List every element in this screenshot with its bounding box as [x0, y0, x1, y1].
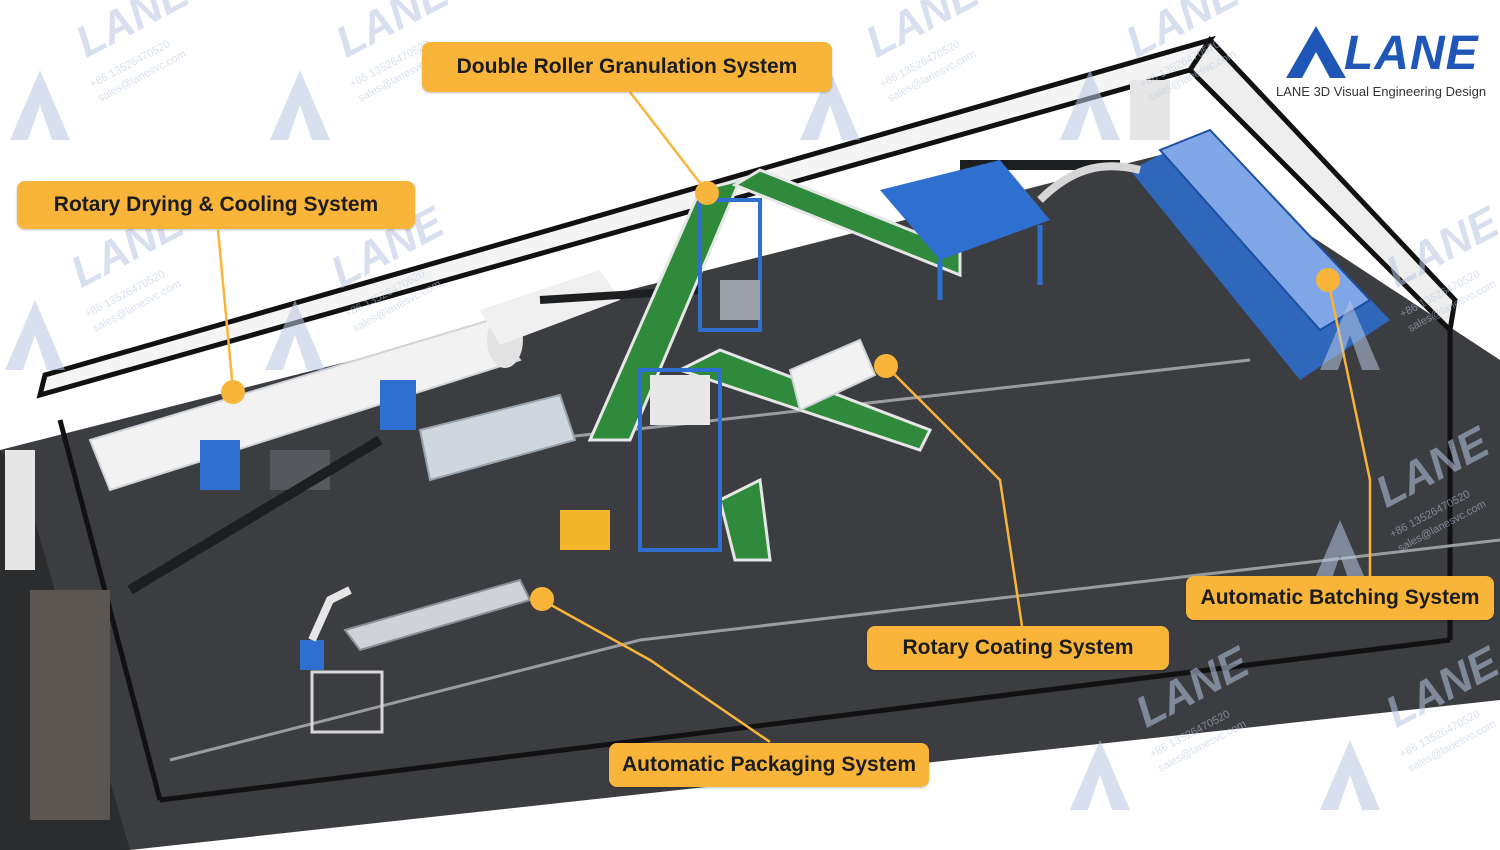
marker-granulation [695, 181, 719, 205]
left-block [30, 590, 110, 820]
marker-drying [221, 380, 245, 404]
duct-pipe [1037, 162, 1141, 203]
green-conveyor [587, 177, 743, 442]
leader-granulation [629, 91, 708, 193]
brand-name: LANE [1344, 27, 1479, 80]
blue-platform [880, 160, 1050, 260]
packing-hopper [650, 375, 710, 425]
granulator-machine [720, 280, 760, 320]
dryer-support [200, 440, 240, 490]
bagging-scale [560, 510, 610, 550]
left-chimney [5, 450, 35, 570]
belt-conveyor [127, 435, 383, 595]
floor-line [169, 538, 1500, 762]
dryer-drum [88, 318, 522, 492]
callout-batching: Automatic Batching System [1186, 576, 1494, 620]
marker-packaging [530, 587, 554, 611]
brand-tagline: LANE 3D Visual Engineering Design [1276, 84, 1487, 99]
dust-collector [1130, 80, 1170, 140]
leader-coating [885, 365, 1024, 627]
marker-batching [1316, 268, 1340, 292]
callout-coating: Rotary Coating System [867, 626, 1169, 670]
marker-coating [874, 354, 898, 378]
brand-logo: LANE LANE 3D Visual Engineering Design [1276, 20, 1492, 105]
floor-line [539, 358, 1251, 442]
dryer-support [380, 380, 416, 430]
green-conveyor [718, 477, 772, 562]
brand-logo-icon [1286, 26, 1346, 78]
packing-tower [638, 368, 722, 552]
front-rail [159, 637, 1451, 803]
callout-packaging: Automatic Packaging System [609, 743, 929, 787]
right-wall [1186, 35, 1458, 336]
robot-arm [308, 586, 352, 642]
leader-packaging [541, 598, 771, 744]
robot-arm-base [300, 640, 324, 670]
granulator-tower [698, 198, 762, 332]
leader-drying [216, 229, 235, 391]
coating-drum [788, 338, 877, 412]
roller-conveyor [343, 578, 532, 652]
cooler-drum [418, 393, 577, 482]
callout-granulation: Double Roller Granulation System [422, 42, 832, 92]
pallet [310, 670, 384, 734]
dryer-drum-2 [480, 270, 620, 345]
callout-drying: Rotary Drying & Cooling System [17, 181, 415, 229]
